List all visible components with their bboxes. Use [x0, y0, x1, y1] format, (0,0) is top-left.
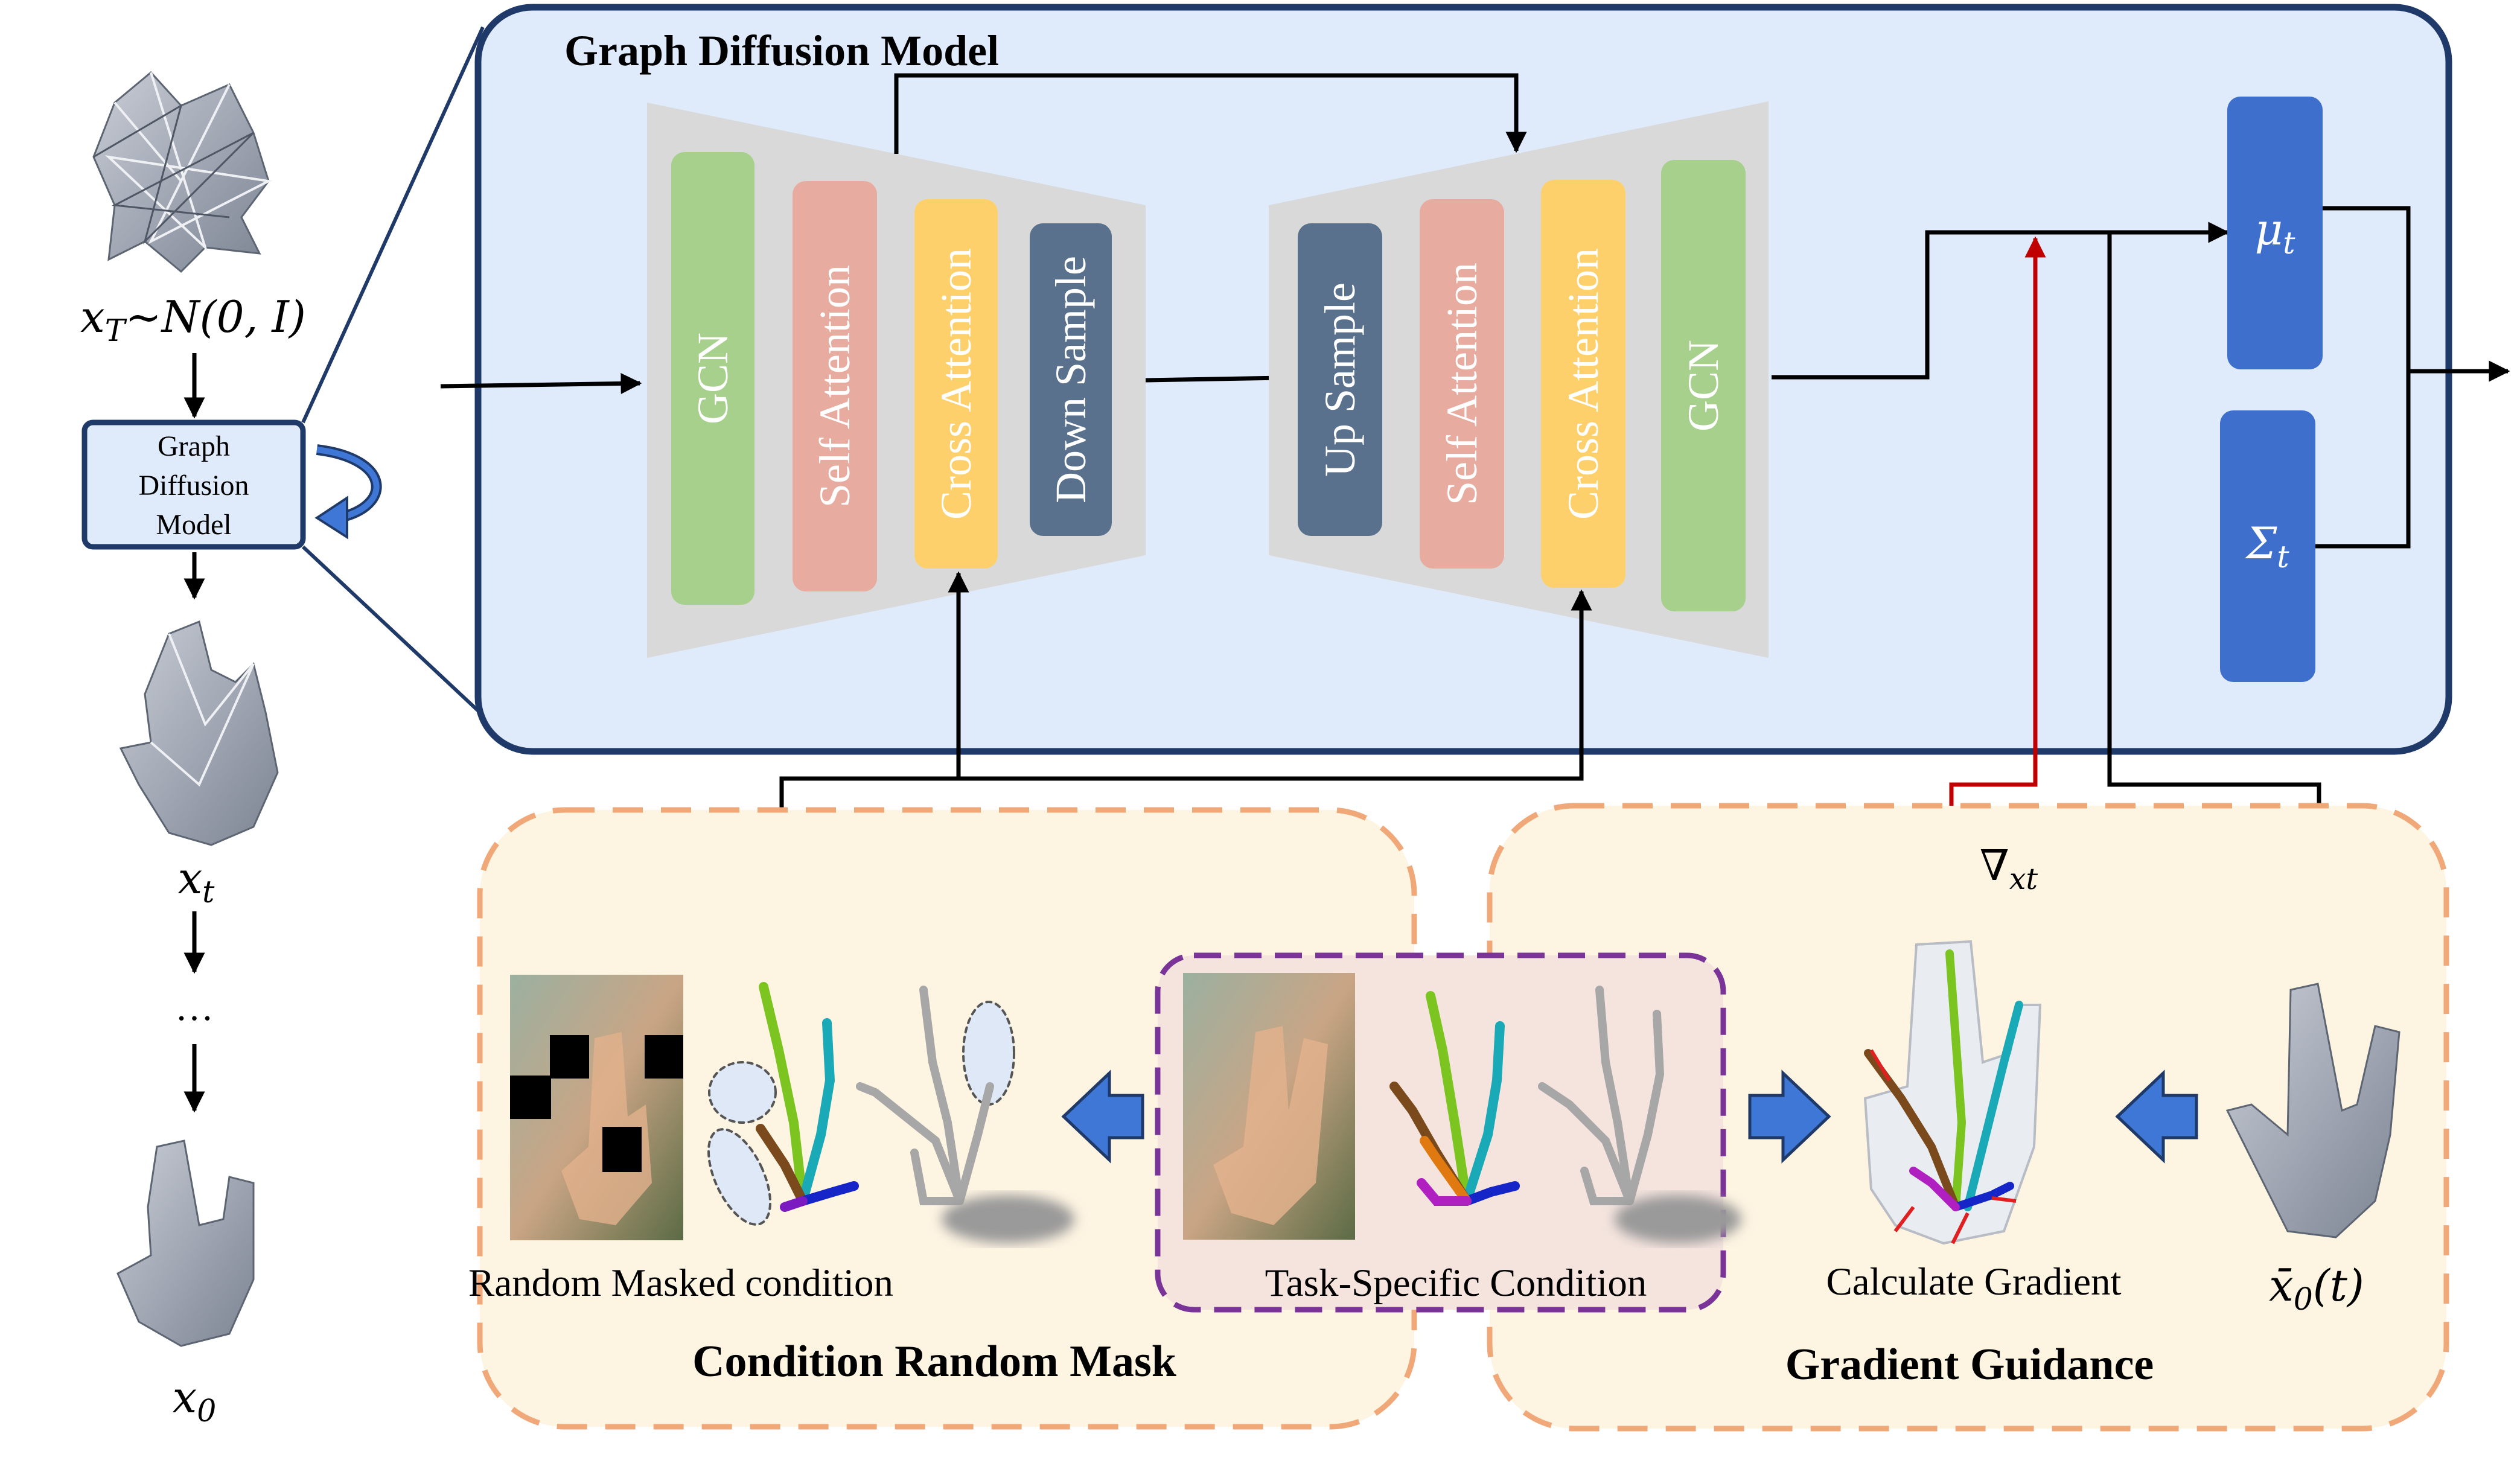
partially-denoised-hand-mesh — [119, 620, 279, 846]
block-arrow-left-from-x0bar-icon — [2115, 1069, 2198, 1164]
loop-arrow-head-icon — [314, 496, 348, 540]
decoder-gcn-block — [1661, 160, 1746, 611]
masked-hand-photo — [510, 975, 683, 1240]
sigma-label: Σt — [2244, 518, 2289, 575]
down-sample-label: Down Sample — [1047, 256, 1095, 503]
final-hand-mesh — [116, 1139, 255, 1347]
encoder-gcn-label: GCN — [689, 333, 737, 424]
decoder-cross-attention-label: Cross Attention — [1559, 248, 1607, 520]
up-sample-block — [1298, 223, 1382, 536]
crm-title: Condition Random Mask — [692, 1337, 1177, 1386]
encoder-trapezoid — [647, 103, 1146, 658]
up-sample-label: Up Sample — [1316, 282, 1364, 477]
mu-sigma-merge-line — [2315, 206, 2411, 549]
sigma-block — [2220, 410, 2315, 682]
noisy-mesh-image — [92, 71, 273, 273]
gradient-hand-mesh — [1863, 940, 2042, 1245]
mask-patch — [602, 1127, 642, 1172]
arrow-to-mu — [1772, 221, 2230, 380]
loop-arrow — [316, 447, 380, 521]
mask-patch — [645, 1035, 683, 1079]
mu-block — [2227, 97, 2323, 369]
encoder-cross-attention-block — [914, 199, 998, 569]
zoom-line-bottom — [301, 545, 485, 717]
encoder-cross-attention-label: Cross Attention — [932, 248, 980, 520]
decoder-self-attention-block — [1420, 199, 1504, 569]
decoder-self-attention-label: Self Attention — [1438, 263, 1486, 505]
down-sample-block — [1030, 223, 1112, 536]
block-arrows — [1061, 1069, 2198, 1164]
masked-grey-skeleton — [856, 986, 1074, 1243]
masked-colored-skeleton — [707, 982, 859, 1226]
gradient-label: ∇xt — [1980, 841, 2038, 896]
encoder-gcn-block — [671, 152, 754, 605]
xt-label: xt — [178, 853, 215, 910]
small-box-label-line3: Model — [156, 509, 231, 541]
encoder-self-attention-label: Self Attention — [811, 265, 859, 508]
arrow-input-to-encoder — [440, 372, 642, 394]
gradient-guidance-panel: ∇xt Calculate Gradient x̄0(t) Gr — [1487, 803, 2449, 1432]
gdm-title: Graph Diffusion Model — [564, 27, 999, 75]
colored-skeleton — [1389, 991, 1520, 1206]
gg-caption: Calculate Gradient — [1826, 1260, 2121, 1304]
x0-label: x0 — [173, 1372, 217, 1429]
decoder-gcn-label: GCN — [1679, 340, 1727, 432]
crm-caption: Random Masked condition — [468, 1261, 893, 1305]
small-graph-diffusion-model-box — [81, 419, 306, 550]
grey-skeleton — [1538, 986, 1741, 1243]
gg-title: Gradient Guidance — [1785, 1340, 2154, 1389]
task-specific-condition-panel: Task-Specific Condition — [1155, 952, 1741, 1313]
encoder-self-attention-block — [793, 181, 877, 591]
zoom-line-top — [301, 26, 485, 424]
decoder-cross-attention-block — [1541, 180, 1625, 588]
tsc-caption: Task-Specific Condition — [1265, 1261, 1647, 1305]
noise-distribution-label: xT~N(0, I) — [80, 292, 306, 348]
small-box-label-line1: Graph — [158, 430, 230, 462]
mu-label: μt — [2254, 204, 2295, 261]
left-column: xT~N(0, I) Graph Diffusion Model xt … x0 — [80, 26, 485, 1429]
hand-photo — [1183, 973, 1355, 1240]
predicted-clean-hand-mesh — [2225, 983, 2400, 1238]
small-box-label-line2: Diffusion — [138, 470, 249, 502]
decoder-trapezoid — [1269, 101, 1769, 658]
block-arrow-right-to-gg-icon — [1748, 1069, 1831, 1164]
mask-patch — [510, 1076, 551, 1119]
x0bar-label: x̄0(t) — [2269, 1260, 2364, 1317]
graph-diffusion-model-panel: Graph Diffusion Model GCN Self Attention… — [440, 4, 2510, 755]
mask-patch — [550, 1035, 589, 1079]
ellipsis-label: … — [175, 986, 214, 1028]
skip-connection-arrow — [894, 73, 1527, 154]
block-arrow-left-to-crm-icon — [1061, 1069, 1144, 1164]
